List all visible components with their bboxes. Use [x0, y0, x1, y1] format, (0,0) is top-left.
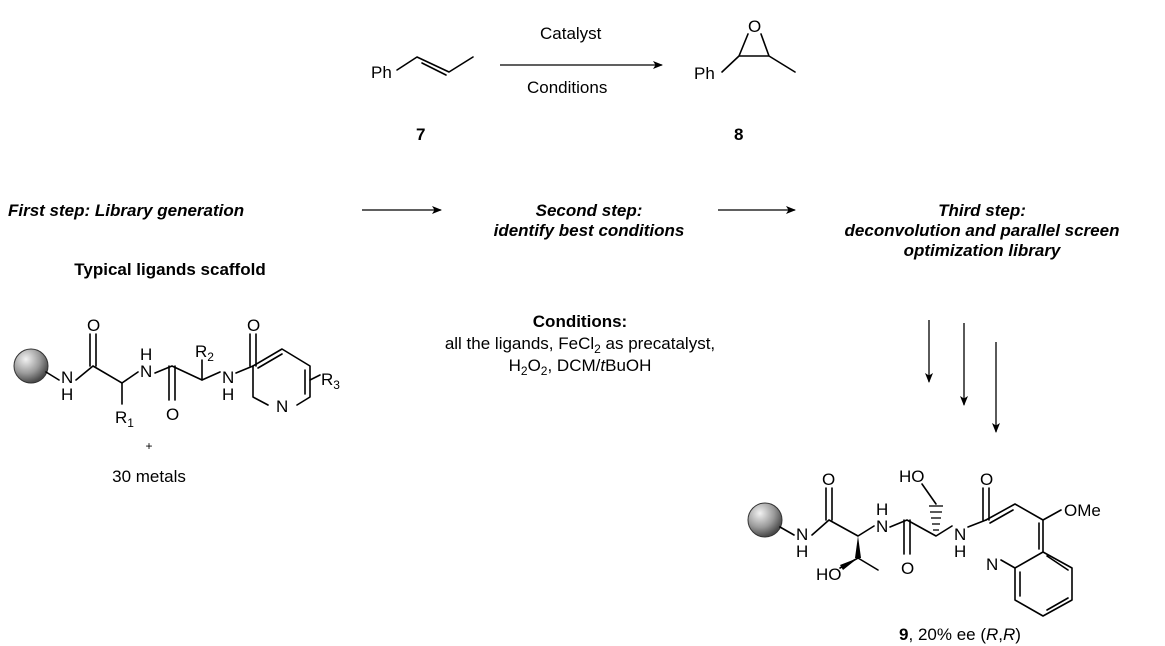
plus-sign: +	[145, 439, 152, 453]
ligand9-n3: N	[954, 525, 966, 544]
ligand9-o1: O	[822, 470, 835, 489]
ligand9-carbonyls	[825, 487, 990, 555]
ligand9-ho-top: HO	[899, 467, 925, 486]
down-arrows	[925, 320, 1000, 433]
quinoline-ring	[985, 503, 1073, 617]
product-ph-label: Ph	[694, 64, 715, 83]
pyridine-n: N	[276, 397, 288, 416]
ligand9-ho-bottom: HO	[816, 565, 842, 584]
optimized-ligand: O O O N H N H N H N HO HO OMe 9, 20% ee …	[747, 467, 1101, 644]
ligand9-ome: OMe	[1064, 501, 1101, 520]
third-step-desc-2: optimization library	[904, 241, 1062, 260]
ligand9-h2: H	[876, 500, 888, 519]
scaffold-n2: N	[140, 362, 152, 381]
conditions-title: Conditions:	[533, 312, 627, 331]
workflow-steps: First step: Library generation Second st…	[8, 201, 1119, 260]
ligand9-n1: N	[796, 525, 808, 544]
resin-bead	[13, 348, 49, 384]
scaffold-r1: R1	[115, 408, 134, 430]
conditions-label: Conditions	[527, 78, 607, 97]
scaffold-side-chains	[121, 359, 203, 405]
epoxide-bonds	[721, 33, 796, 73]
scaffold-h1: H	[61, 385, 73, 404]
scaffold-n1: N	[61, 368, 73, 387]
reactant-double-bond	[421, 62, 447, 76]
scaffold-r3: R3	[321, 370, 340, 392]
third-step-desc-1: deconvolution and parallel screen	[845, 221, 1120, 240]
pyridine-ring	[252, 348, 311, 406]
scaffold-o2: O	[166, 405, 179, 424]
pyridine-r3-bond	[309, 374, 321, 381]
ligand9-wedge-1	[855, 536, 861, 558]
ligand9-n2: N	[876, 517, 888, 536]
quinoline-n: N	[986, 555, 998, 574]
metals-label: 30 metals	[112, 467, 186, 486]
ligand9-wedge-2	[840, 558, 858, 570]
second-step-title: Second step:	[536, 201, 643, 220]
third-step-title: Third step:	[938, 201, 1026, 220]
product-id: 8	[734, 125, 743, 144]
epoxide-o-label: O	[748, 17, 761, 36]
scaffold-title: Typical ligands scaffold	[74, 260, 265, 279]
ligand9-caption: 9, 20% ee (R,R)	[899, 625, 1021, 644]
second-step-desc: identify best conditions	[494, 221, 685, 240]
ligand9-backbone	[779, 519, 987, 537]
conditions-line-1: all the ligands, FeCl2 as precatalyst,	[445, 334, 715, 356]
first-step-label: First step: Library generation	[8, 201, 244, 220]
conditions-block: Conditions: all the ligands, FeCl2 as pr…	[445, 312, 715, 378]
ligand9-o2: O	[901, 559, 914, 578]
scaffold-r2: R2	[195, 342, 214, 364]
scaffold-o3: O	[247, 316, 260, 335]
scaffold-backbone	[45, 365, 254, 384]
ligand9-o3: O	[980, 470, 993, 489]
resin-bead-optimized	[747, 502, 783, 538]
ligand9-h3: H	[954, 542, 966, 561]
ligand9-h1: H	[796, 542, 808, 561]
ligand9-hashed-bond	[929, 505, 943, 531]
catalyst-label: Catalyst	[540, 24, 602, 43]
ligand9-ch2oh	[921, 483, 937, 505]
scaffold-h3: H	[222, 385, 234, 404]
reactant-alkene-bonds	[396, 56, 474, 73]
top-reaction: Ph Catalyst Conditions Ph O 7 8	[371, 17, 796, 144]
ligand-scaffold: Typical ligands scaffold O O O N H N H N…	[13, 260, 340, 486]
conditions-line-2: H2O2, DCM/tBuOH	[509, 356, 652, 378]
scaffold-n3: N	[222, 368, 234, 387]
reactant-ph-label: Ph	[371, 63, 392, 82]
scaffold-h2: H	[140, 345, 152, 364]
scaffold-o1: O	[87, 316, 100, 335]
reactant-id: 7	[416, 125, 425, 144]
scaffold-carbonyls	[89, 333, 257, 401]
